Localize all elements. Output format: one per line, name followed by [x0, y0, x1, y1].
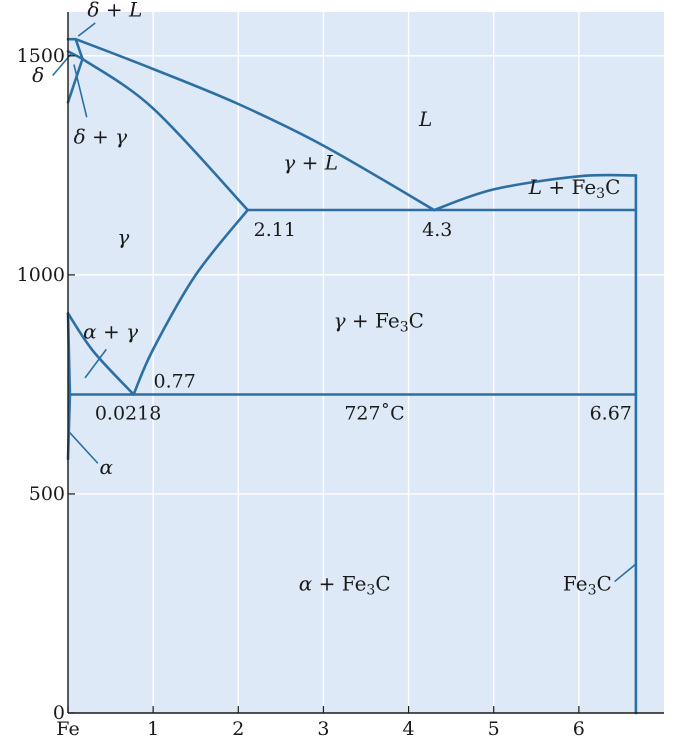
region-label-gamma-l: γ + L — [283, 151, 338, 175]
region-label-gamma: γ — [117, 225, 129, 249]
leader-line-delta-plus-l — [77, 22, 96, 37]
point-label-2-11: 2.11 — [254, 219, 296, 241]
point-label-6-67: 6.67 — [590, 402, 632, 424]
phase-boundary-a3-line — [66, 312, 135, 396]
y-tick-label-0: 0 — [53, 702, 65, 724]
grid-lines — [68, 12, 664, 713]
region-label-delta-l: δ + L — [87, 0, 142, 21]
region-label-l-fe3c: L + Fe3​C — [528, 175, 621, 202]
region-label-delta-gamma: δ + γ — [74, 124, 128, 148]
point-label-4-3: 4.3 — [422, 219, 452, 241]
leader-line-alpha — [69, 432, 99, 464]
phase-boundary-liquidus-gamma — [81, 57, 249, 212]
plot-background — [68, 12, 664, 713]
point-label-0-77: 0.77 — [154, 370, 196, 392]
region-label-alpha-gamma: α + γ — [83, 319, 138, 343]
phase-boundary-delta-loop-side — [74, 37, 84, 61]
region-label-l: L — [418, 107, 432, 131]
region-label-gamma-fe3c: γ + Fe3​C — [334, 308, 424, 335]
point-label-727-c: 727˚C — [344, 402, 404, 424]
leader-line-alpha-plus-gamma — [84, 348, 107, 379]
region-label-fe3c: Fe3​C — [563, 571, 612, 598]
region-labels: Lγ + L L + Fe3​C γ γ + Fe3​C α + γ α + Fe3​C F… — [32, 0, 620, 598]
tick-labels: Fe 1 2 3 4 5 6 0 500 1000 1500 — [17, 45, 585, 740]
point-label-0-0218: 0.0218 — [95, 402, 161, 424]
x-tick-label-2: 2 — [232, 718, 244, 740]
phase-boundary-liquidus-fe3c — [432, 173, 638, 212]
point-labels: 2.11 4.3 0.77 0.0218 727˚C 6.67 — [95, 219, 632, 424]
phase-boundaries — [66, 37, 638, 715]
region-label-delta: δ — [32, 63, 44, 87]
x-tick-label-3: 3 — [317, 718, 329, 740]
y-tick-label-1500: 1500 — [17, 45, 65, 67]
phase-boundary-acm-line — [132, 208, 249, 396]
x-tick-label-4: 4 — [403, 718, 415, 740]
x-tick-label-6: 6 — [573, 718, 585, 740]
phase-boundary-delta-upper — [66, 50, 84, 61]
x-tick-label-1: 1 — [147, 718, 159, 740]
leader-line-fe3c — [614, 563, 637, 583]
y-tick-label-500: 500 — [29, 483, 65, 505]
region-label-alpha-fe3c: α + Fe3​C — [299, 571, 391, 598]
y-tick-label-1000: 1000 — [17, 264, 65, 286]
phase-boundary-delta-gamma-left — [66, 57, 84, 104]
region-label-alpha: α — [100, 455, 114, 479]
phase-boundary-liquidus-main — [74, 37, 436, 212]
leader-line-delta-plus-gamma — [73, 64, 88, 118]
axes — [67, 12, 664, 714]
x-tick-label-fe: Fe — [56, 718, 79, 740]
x-tick-label-5: 5 — [488, 718, 500, 740]
